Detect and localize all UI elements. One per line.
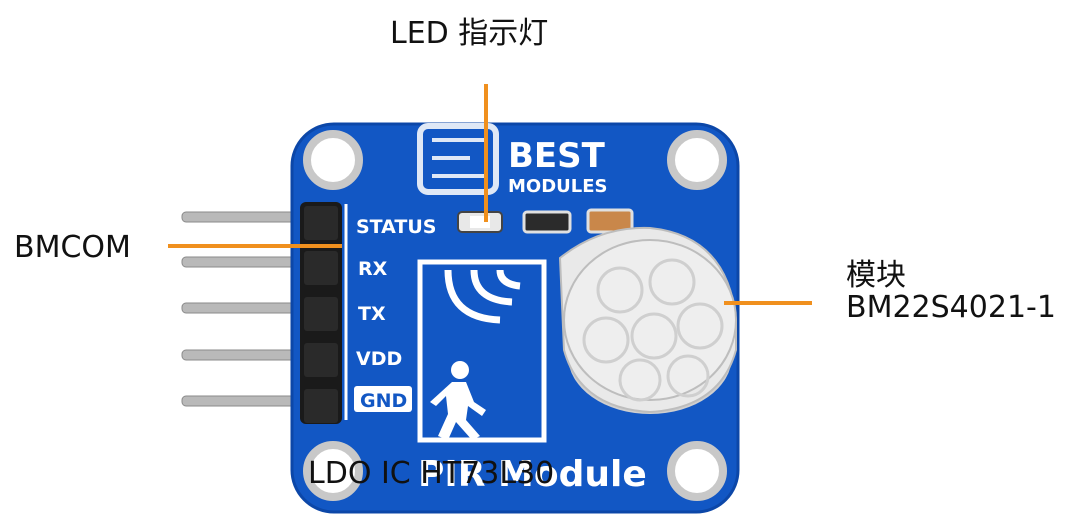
mounting-hole-bottom-left (303, 441, 363, 501)
logo-icon (417, 123, 499, 195)
status-label: STATUS (356, 216, 436, 238)
pin-label-vdd: VDD (356, 348, 402, 370)
mounting-holes (303, 130, 727, 501)
brand-line1: BEST (508, 136, 606, 176)
brand-line2: MODULES (508, 176, 608, 197)
smd-components (457, 208, 634, 234)
brand-logo: BEST MODULES (417, 123, 608, 197)
mounting-hole-top-right (667, 130, 727, 190)
callout-bmcom-label: BMCOM (14, 230, 131, 265)
callout-module-label-line1: 模块 (846, 258, 906, 293)
callout-led-label: LED 指示灯 (390, 16, 549, 51)
callout-module-label-line2: BM22S4021-1 (846, 290, 1056, 325)
pin-label-tx: TX (358, 303, 386, 325)
pin-label-rx: RX (358, 258, 388, 280)
pir-sensor-dome (558, 226, 737, 414)
pin-label-gnd: GND (360, 390, 407, 412)
walking-person-icon (430, 361, 486, 440)
callout-ldo-label: LDO IC HT73L30 (308, 456, 555, 491)
mounting-hole-bottom-right (667, 441, 727, 501)
header-housing (300, 202, 342, 424)
pir-icon-panel (417, 259, 547, 443)
mounting-hole-top-left (303, 130, 363, 190)
resistor (522, 210, 572, 234)
gnd-highlight (354, 386, 412, 412)
board-title: PIR Module (418, 454, 647, 495)
